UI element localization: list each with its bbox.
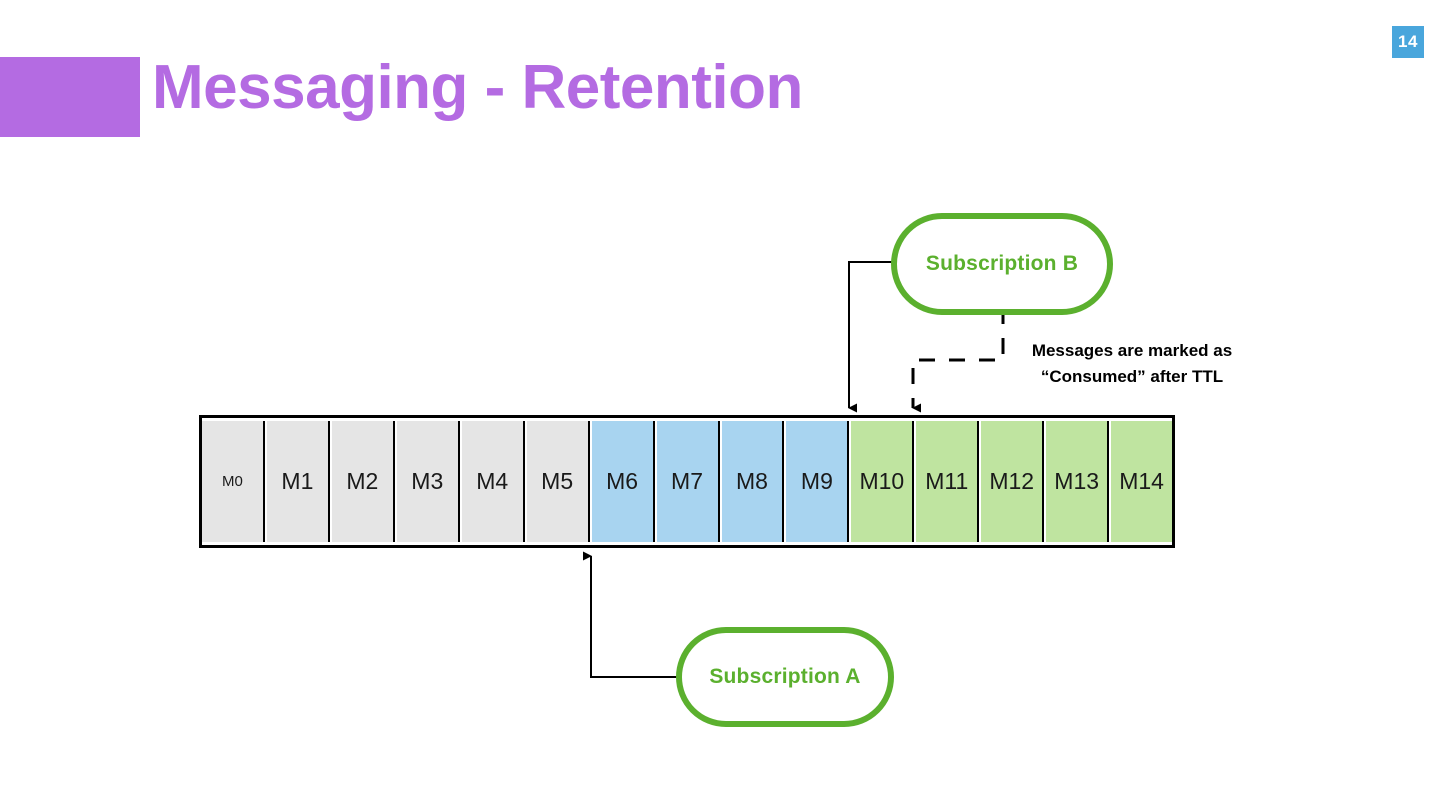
subscription-a-label: Subscription A bbox=[709, 665, 861, 688]
message-cell: M11 bbox=[916, 421, 980, 542]
message-cell: M10 bbox=[851, 421, 915, 542]
message-cell: M0 bbox=[202, 421, 265, 542]
message-cell: M12 bbox=[981, 421, 1045, 542]
message-cell: M13 bbox=[1046, 421, 1110, 542]
message-cell: M6 bbox=[591, 421, 655, 542]
subscription-a-node[interactable]: Subscription A bbox=[676, 627, 894, 727]
slide-number-badge: 14 bbox=[1392, 26, 1424, 58]
message-cell: M3 bbox=[396, 421, 460, 542]
ttl-dashed-connector bbox=[911, 308, 1005, 413]
subscription-b-label: Subscription B bbox=[925, 252, 1079, 275]
page-title: Messaging - Retention bbox=[152, 53, 803, 122]
message-cell: M8 bbox=[721, 421, 785, 542]
message-cell: M1 bbox=[266, 421, 330, 542]
message-cell: M4 bbox=[461, 421, 525, 542]
message-cell: M5 bbox=[526, 421, 590, 542]
subscription-b-connector bbox=[848, 261, 893, 413]
message-cell: M2 bbox=[331, 421, 395, 542]
subscription-b-node[interactable]: Subscription B bbox=[891, 213, 1113, 315]
title-accent-bar bbox=[0, 57, 140, 137]
message-cell: M7 bbox=[656, 421, 720, 542]
message-cell: M14 bbox=[1111, 421, 1173, 542]
subscription-a-connector bbox=[583, 551, 678, 678]
ttl-annotation-line-1: Messages are marked as bbox=[1031, 341, 1233, 360]
ttl-annotation-line-2: “Consumed” after TTL bbox=[1040, 366, 1224, 386]
message-cell: M9 bbox=[786, 421, 850, 542]
ttl-annotation: Messages are marked as “Consumed” after … bbox=[1012, 338, 1252, 389]
